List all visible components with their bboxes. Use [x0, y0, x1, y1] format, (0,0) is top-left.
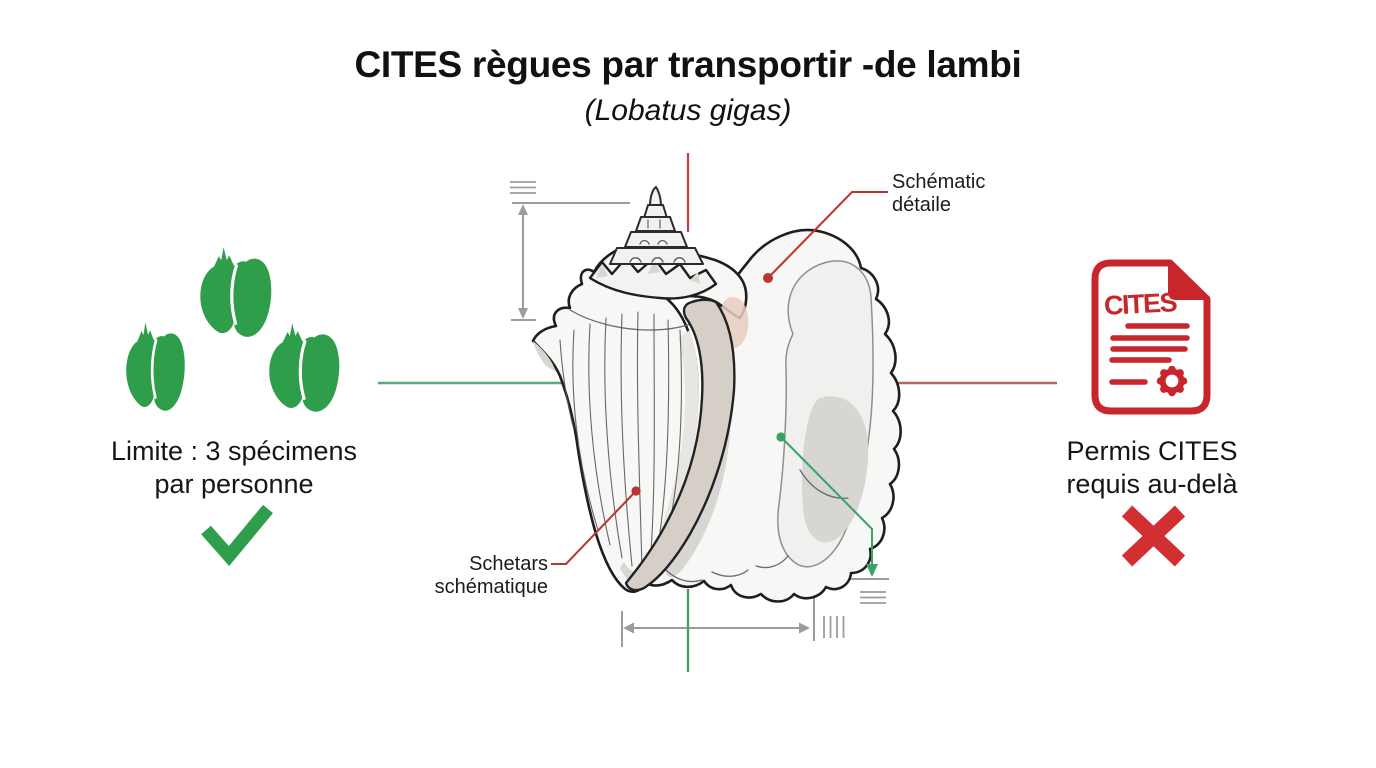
callout-leader-detail	[763, 191, 888, 283]
permit-label: Permis CITES requis au-delà	[1020, 435, 1284, 501]
green-pointer-arrow	[776, 432, 878, 577]
callout-detail-line2: détaile	[892, 193, 951, 216]
limit-line2: par personne	[154, 469, 314, 499]
callout-detail-line1: Schématic	[892, 171, 986, 193]
seal-icon	[1156, 365, 1188, 397]
callout-sketch-line2: schématique	[434, 575, 548, 598]
callout-sketch-line1: Schetars	[469, 553, 548, 575]
shell-silhouette-2	[124, 320, 187, 413]
limit-label: Limite : 3 spécimens par personne	[102, 435, 366, 501]
height-dimension	[510, 181, 630, 321]
page-subtitle: (Lobatus gigas)	[584, 94, 792, 127]
permit-line2: requis au-delà	[1066, 469, 1238, 499]
width-dimension	[621, 594, 845, 647]
shell-group	[124, 245, 341, 414]
limit-line1: Limite : 3 spécimens	[110, 436, 358, 466]
callout-dot-detail	[763, 273, 773, 283]
cites-logo-text: CITES	[1103, 287, 1177, 321]
cites-permit-document-icon: CITES	[1091, 259, 1211, 415]
callout-label-detail: Schématic détaile	[892, 171, 985, 216]
x-mark-icon	[1121, 505, 1186, 567]
callout-leader-sketch	[551, 486, 641, 565]
page-title: CITES règues par transportir -de lambi	[354, 44, 1022, 85]
conch-illustration	[531, 186, 902, 603]
checkmark-icon	[201, 504, 274, 566]
permit-line1: Permis CITES	[1066, 436, 1238, 466]
shell-silhouette-1	[198, 245, 273, 339]
shell-silhouette-3	[267, 321, 341, 414]
callout-label-sketch: Schetars schématique	[424, 553, 548, 598]
callout-dot-sketch	[631, 486, 641, 496]
